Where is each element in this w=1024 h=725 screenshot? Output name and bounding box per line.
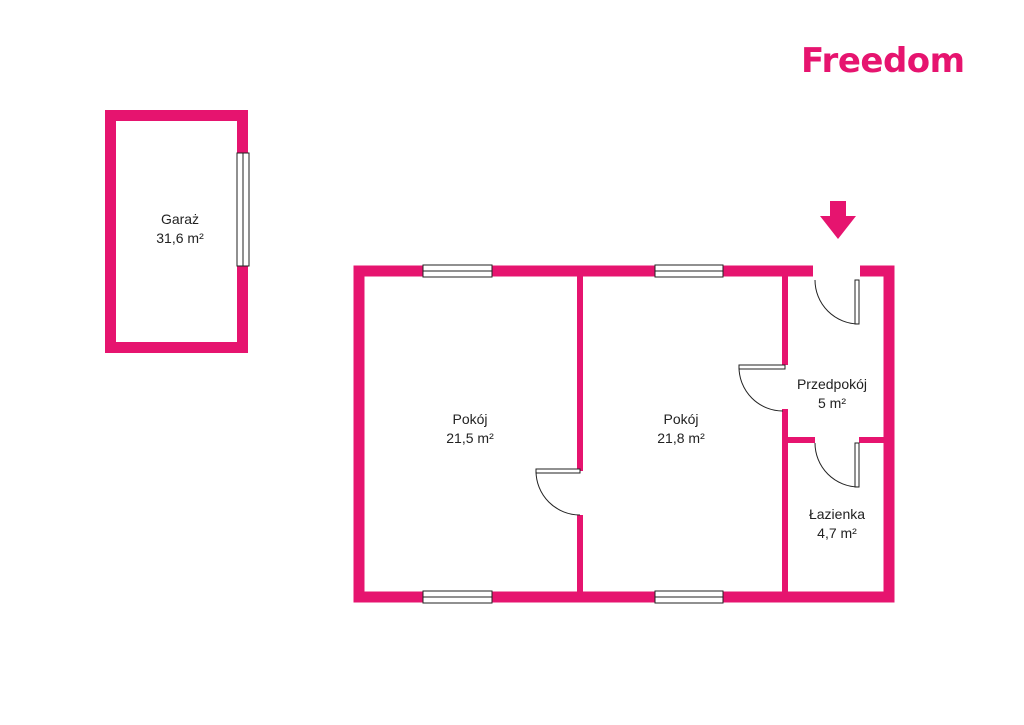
door-bathroom (814, 442, 860, 488)
brand-logo: Freedom (801, 41, 965, 81)
room-name: Garaż (161, 211, 199, 227)
house-walls (353, 265, 895, 603)
room-pokoj-2: Pokój 21,8 m² (657, 411, 705, 446)
door-entrance (814, 279, 860, 325)
room-area: 21,8 m² (657, 430, 705, 446)
door-room-2 (738, 364, 786, 412)
room-area: 4,7 m² (817, 525, 857, 541)
room-przedpokoj: Przedpokój 5 m² (797, 376, 867, 411)
room-area: 31,6 m² (156, 230, 204, 246)
room-name: Łazienka (809, 506, 865, 522)
room-lazienka: Łazienka 4,7 m² (809, 506, 865, 541)
window-top-right (654, 264, 724, 278)
door-room-1 (535, 468, 581, 516)
garage (105, 110, 250, 353)
windows (422, 264, 724, 604)
room-name: Pokój (452, 411, 487, 427)
arrow-down-icon (820, 201, 856, 239)
window-top-left (422, 264, 493, 278)
room-name: Pokój (663, 411, 698, 427)
room-garage: Garaż 31,6 m² (156, 211, 204, 246)
doors (535, 279, 860, 516)
room-area: 21,5 m² (446, 430, 494, 446)
room-pokoj-1: Pokój 21,5 m² (446, 411, 494, 446)
room-name: Przedpokój (797, 376, 867, 392)
window-bottom-left (422, 590, 493, 604)
room-area: 5 m² (818, 395, 846, 411)
window-bottom-right (654, 590, 724, 604)
